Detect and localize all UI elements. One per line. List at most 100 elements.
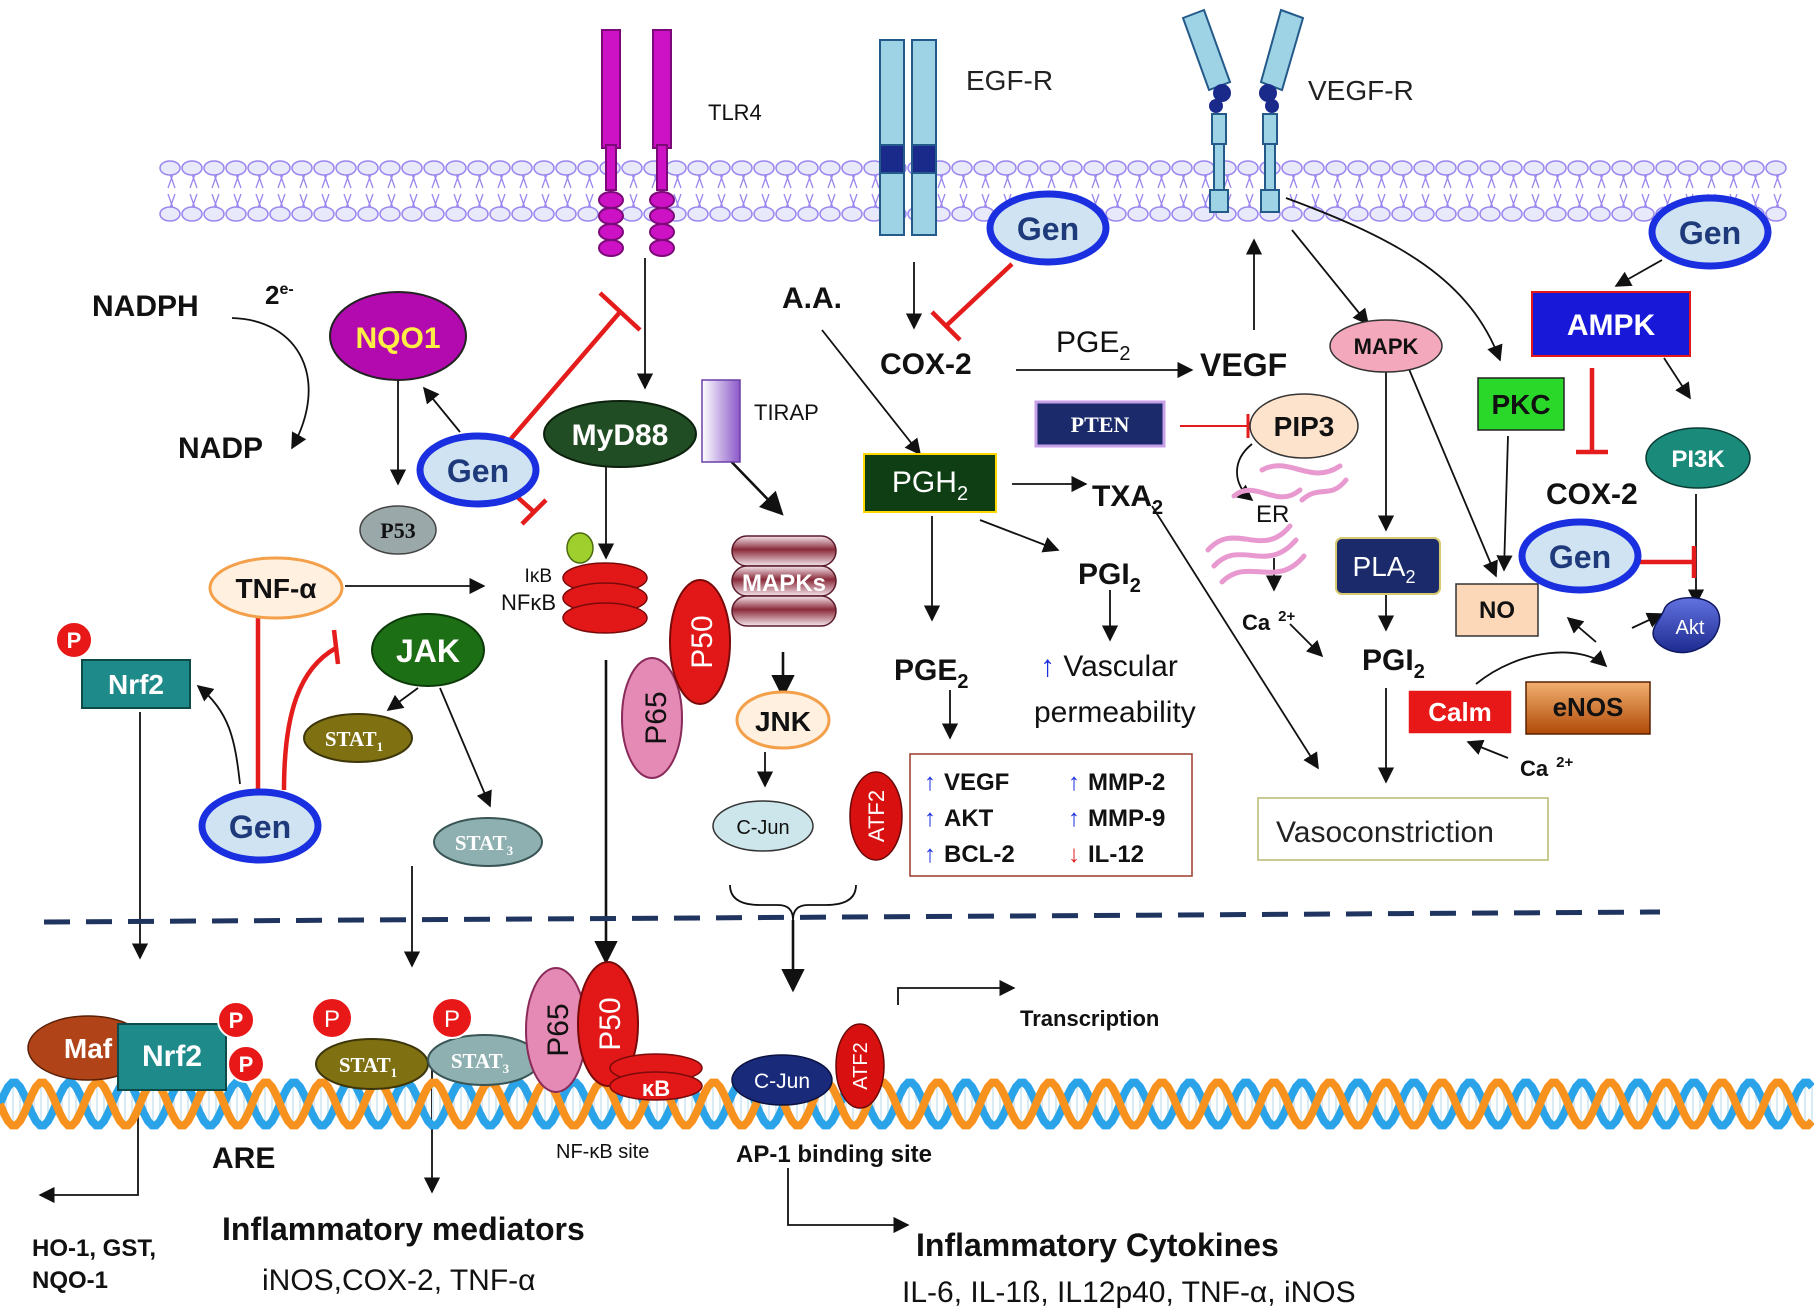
tlr4-receptor: TLR4 [598,29,762,257]
cell-membrane [159,160,1787,222]
svg-text:Gen: Gen [447,453,509,489]
txa2-label: TXA2 [1092,480,1163,519]
box-item-arrow: ↑ [924,769,936,796]
box-item-arrow: ↓ [1068,841,1080,868]
pkc-node: PKC [1477,377,1565,431]
box-item-arrow: ↑ [1068,805,1080,832]
gene-expression-box: ↑VEGF↑MMP-2↑AKT↑MMP-9↑BCL-2↓IL-12 [909,753,1193,877]
svg-text:Nrf2: Nrf2 [142,1040,202,1073]
ikb-label: IκB [525,566,552,587]
tnf-alpha-node: TNF-α [208,556,344,620]
svg-text:AMPK: AMPK [1567,309,1656,342]
jnk-node: JNK [735,690,831,750]
ap1-site-label: AP-1 binding site [736,1141,932,1168]
jak-node: JAK [371,613,485,687]
svg-text:STAT3: STAT3 [455,831,514,858]
nrf2-cytoplasm-node: Nrf2 P [55,621,191,709]
svg-text:Maf: Maf [64,1033,113,1064]
box-item-arrow: ↑ [924,805,936,832]
svg-text:P50: P50 [594,997,627,1050]
no-node: NO [1455,583,1539,637]
nadph-label: NADPH [92,290,199,323]
svg-text:P: P [239,1052,254,1077]
akt-node: Akt [1652,597,1721,654]
svg-text:eNOS: eNOS [1553,692,1624,722]
inflammatory-mediators-title: Inflammatory mediators [222,1211,585,1247]
svg-text:C-Jun: C-Jun [736,817,789,839]
ikb-nfkb-complex: IκB NFκB [501,532,648,634]
cox2-label: COX-2 [880,348,972,381]
svg-text:STAT3: STAT3 [451,1049,510,1076]
svg-text:NO: NO [1479,597,1515,624]
box-item-label: MMP-2 [1088,769,1165,796]
svg-text:P: P [324,1006,340,1033]
nrf2-nucleus-node: Nrf2 [117,1023,227,1091]
cox-region: A.A. COX-2 PGE2 VEGF PGH2 TXA2 PGI2 PGE2… [782,282,1287,877]
svg-text:STAT1: STAT1 [339,1053,397,1080]
nfkb-label: NFκB [501,590,556,615]
stat3-nucleus-node: STAT3 [427,1034,541,1086]
cjun-nucleus-node: C-Jun [731,1054,833,1106]
phospho-stat1: P [311,997,353,1039]
pip3-node: PIP3 [1249,393,1359,459]
svg-text:P53: P53 [380,518,415,543]
svg-text:Gen: Gen [1549,539,1611,575]
pge2-lower-label: PGE2 [894,654,968,693]
vascular-label: ↑ Vascular [1040,650,1178,683]
arachidonic-acid-label: A.A. [782,282,842,315]
box-item-label: AKT [944,805,994,832]
cjun-cytoplasm-node: C-Jun [712,800,814,852]
svg-text:Gen: Gen [1017,211,1079,247]
svg-text:PTEN: PTEN [1071,412,1130,437]
p65-cytoplasm-node: P65 [621,657,683,779]
pten-node: PTEN [1034,400,1166,448]
ampk-node: AMPK [1531,291,1691,357]
svg-text:MyD88: MyD88 [572,419,669,452]
p53-node: P53 [359,505,437,555]
svg-text:Gen: Gen [229,809,291,845]
gen-nodes: Gen Gen Gen Gen Gen [198,190,1772,864]
svg-text:P: P [67,628,82,653]
ho1-gst-label: HO-1, GST, [32,1235,156,1262]
stat1-nucleus-node: STAT1 [315,1038,429,1090]
phospho-stat3: P [431,997,473,1039]
pla2-node: PLA2 [1335,537,1441,595]
svg-text:Calm: Calm [1428,697,1492,727]
svg-text:P: P [444,1006,460,1033]
svg-text:P: P [229,1008,244,1033]
myd88-node: MyD88 [543,400,697,468]
vegfr-receptor: VEGF-R [1181,8,1414,213]
box-item-arrow: ↑ [1068,769,1080,796]
are-label: ARE [212,1142,275,1175]
pge2-top-label: PGE2 [1056,326,1130,365]
box-item-arrow: ↑ [924,841,936,868]
svg-text:Gen: Gen [1679,215,1741,251]
svg-text:PI3K: PI3K [1671,446,1725,473]
nqo1-gene-label: NQO-1 [32,1267,108,1294]
egfr-receptor: EGF-R [879,39,1053,236]
box-item-label: IL-12 [1088,841,1144,868]
p65-nucleus-node: P65 [525,967,587,1093]
permeability-label: permeability [1034,696,1196,729]
atf2-nucleus-node: ATF2 [835,1023,885,1109]
vegf-label: VEGF [1200,347,1287,383]
svg-text:STAT1: STAT1 [325,727,383,754]
inflammatory-mediators-list: iNOS,COX-2, TNF-α [262,1264,535,1297]
stat1-cytoplasm-node: STAT1 [303,713,413,763]
p50-nucleus-node: P50 [577,961,639,1087]
svg-text:P50: P50 [686,615,719,668]
svg-text:ATF2: ATF2 [864,790,889,842]
pi3k-node: PI3K [1645,427,1751,489]
egfr-label: EGF-R [966,65,1053,96]
transcription-label: Transcription [1020,1006,1159,1031]
phospho-nrf2-b: P [227,1045,265,1083]
svg-text:TIRAP: TIRAP [754,400,819,425]
enos-node: eNOS [1525,681,1651,735]
svg-text:C-Jun: C-Jun [754,1070,810,1093]
vegfr-label: VEGF-R [1308,75,1414,106]
nuclear-membrane-dashed [43,909,1661,925]
tlr4-label: TLR4 [708,100,762,125]
